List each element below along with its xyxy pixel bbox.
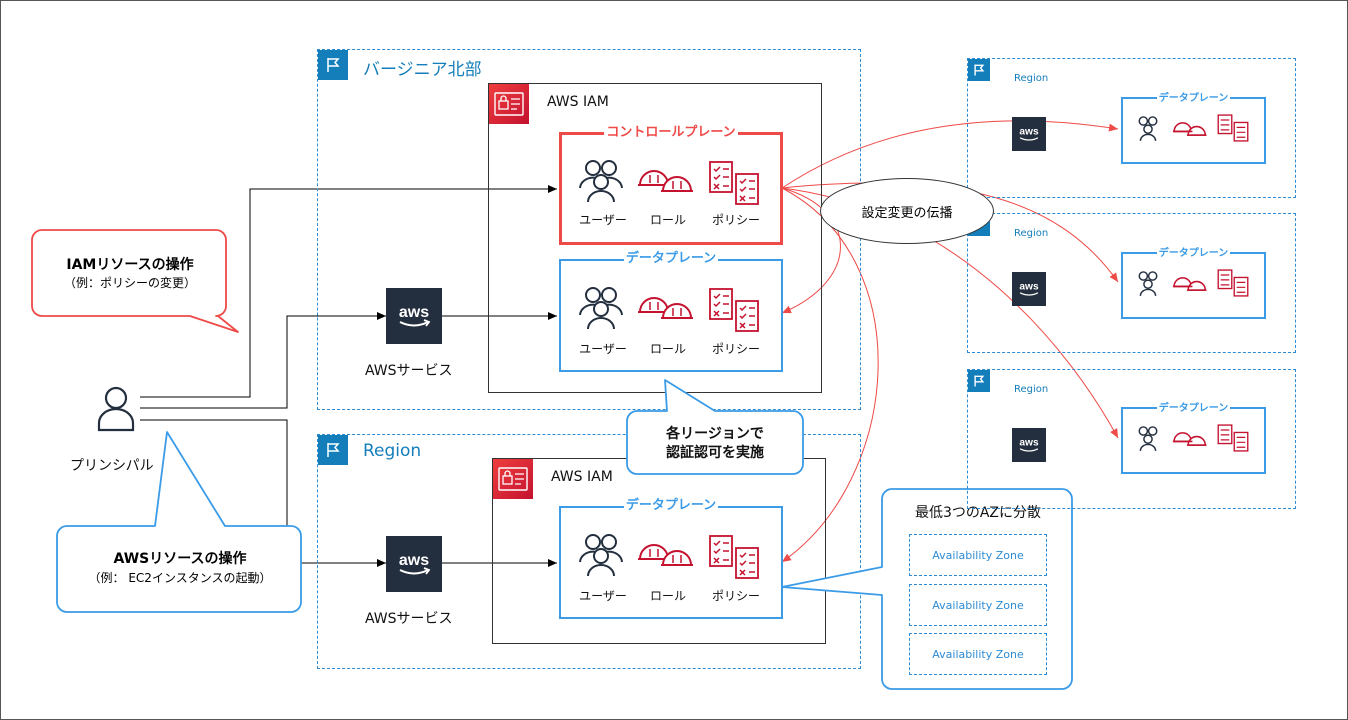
policy-checklist-icon bbox=[709, 535, 759, 579]
svg-text:aws: aws bbox=[1019, 127, 1039, 138]
arrow-principal-to-aws-service-bottom bbox=[140, 419, 386, 567]
aws-service-label: AWSサービス bbox=[365, 611, 453, 627]
callout-aws-bubble bbox=[56, 431, 302, 613]
callout-iam-title: IAMリソースの操作 bbox=[66, 257, 194, 273]
callout-aws-title: AWSリソースの操作 bbox=[113, 551, 247, 567]
availability-zone-2: Availability Zone bbox=[909, 584, 1047, 626]
users-icon bbox=[579, 534, 623, 576]
region-lower: Region bbox=[317, 434, 861, 669]
data-plane-title: データプレーン bbox=[1156, 248, 1231, 259]
data-plane-title: データプレーン bbox=[623, 498, 719, 513]
propagation-arrow-top-right bbox=[781, 120, 1119, 189]
policies-label: ポリシー bbox=[711, 213, 760, 227]
users-icon bbox=[1138, 116, 1158, 141]
aws-logo-icon: aws bbox=[386, 536, 442, 592]
policy-checklist-icon bbox=[1217, 269, 1249, 297]
policy-checklist-icon bbox=[709, 161, 759, 205]
users-icon bbox=[579, 287, 623, 329]
users-icon bbox=[1138, 271, 1158, 296]
roles-label: ロール bbox=[649, 342, 686, 356]
arrow-principal-to-aws-service-top bbox=[140, 312, 386, 409]
principal-user-icon bbox=[97, 386, 135, 432]
policy-checklist-icon bbox=[1217, 424, 1249, 452]
aws-iam-box-top: AWS IAM bbox=[488, 83, 822, 393]
role-helmet-icon bbox=[1172, 277, 1207, 291]
policy-checklist-icon bbox=[709, 288, 759, 332]
users-icon bbox=[579, 160, 623, 202]
users-label: ユーザー bbox=[579, 213, 627, 227]
availability-zone-1: Availability Zone bbox=[909, 534, 1047, 576]
users-icon bbox=[1138, 426, 1158, 451]
arrow-principal-to-control-plane bbox=[140, 185, 557, 398]
callout-per-region-line1: 各リージョンで bbox=[666, 426, 764, 442]
svg-text:aws: aws bbox=[1019, 282, 1039, 293]
roles-label: ロール bbox=[649, 213, 686, 227]
region-title-small: Region bbox=[1014, 228, 1049, 239]
iam-id-card-icon bbox=[493, 459, 533, 499]
availability-zone-3: Availability Zone bbox=[909, 633, 1047, 675]
principal-label: プリンシパル bbox=[70, 458, 154, 474]
roles-label: ロール bbox=[649, 589, 686, 603]
region-title-small: Region bbox=[1014, 73, 1049, 84]
region-right-3: Region bbox=[967, 369, 1296, 509]
policies-label: ポリシー bbox=[711, 342, 760, 356]
aws-service-label: AWSサービス bbox=[365, 363, 453, 379]
callout-per-region-bubble bbox=[626, 379, 804, 475]
region-flag-icon bbox=[968, 59, 990, 81]
aws-logo-icon: aws bbox=[386, 288, 442, 344]
callout-iam-bubble bbox=[31, 229, 239, 333]
region-flag-icon bbox=[318, 435, 348, 465]
role-helmet-icon bbox=[1172, 122, 1207, 136]
role-helmet-icon bbox=[1172, 432, 1207, 446]
region-title-small: Region bbox=[1014, 384, 1049, 395]
policy-checklist-icon bbox=[1217, 114, 1249, 142]
data-plane-title: データプレーン bbox=[1156, 93, 1231, 104]
users-label: ユーザー bbox=[579, 342, 627, 356]
svg-text:aws: aws bbox=[1019, 438, 1039, 449]
callout-az-bubble bbox=[781, 488, 1073, 690]
control-plane-title: コントロールプレーン bbox=[604, 125, 738, 140]
region-title-virginia: バージニア北部 bbox=[363, 60, 482, 80]
iam-id-card-icon bbox=[489, 84, 529, 124]
region-flag-icon bbox=[968, 370, 990, 392]
aws-logo-icon: aws bbox=[1012, 272, 1046, 306]
svg-text:aws: aws bbox=[399, 552, 429, 569]
role-helmet-icon bbox=[638, 170, 693, 192]
users-label: ユーザー bbox=[579, 589, 627, 603]
role-helmet-icon bbox=[638, 297, 693, 319]
aws-logo-icon: aws bbox=[1012, 117, 1046, 151]
aws-logo-icon: aws bbox=[1012, 428, 1046, 462]
data-plane-title: データプレーン bbox=[1156, 403, 1231, 414]
data-plane-title: データプレーン bbox=[623, 251, 719, 266]
role-helmet-icon bbox=[638, 544, 693, 566]
propagation-arrow-data-plane-top bbox=[781, 187, 841, 314]
policies-label: ポリシー bbox=[711, 589, 760, 603]
region-flag-icon bbox=[318, 50, 348, 80]
callout-az-title: 最低3つのAZに分散 bbox=[914, 505, 1042, 521]
region-right-1: Region bbox=[967, 58, 1296, 198]
iam-title: AWS IAM bbox=[551, 469, 613, 485]
callout-per-region-line2: 認証認可を実施 bbox=[666, 445, 764, 461]
iam-title: AWS IAM bbox=[547, 94, 609, 110]
region-title-lower: Region bbox=[363, 441, 422, 461]
callout-iam-sub: （例：ポリシーの変更） bbox=[63, 276, 196, 290]
svg-text:aws: aws bbox=[399, 304, 429, 321]
propagation-ellipse: 設定変更の伝播 bbox=[820, 178, 994, 244]
callout-aws-sub: （例： EC2インスタンスの起動） bbox=[88, 571, 272, 585]
